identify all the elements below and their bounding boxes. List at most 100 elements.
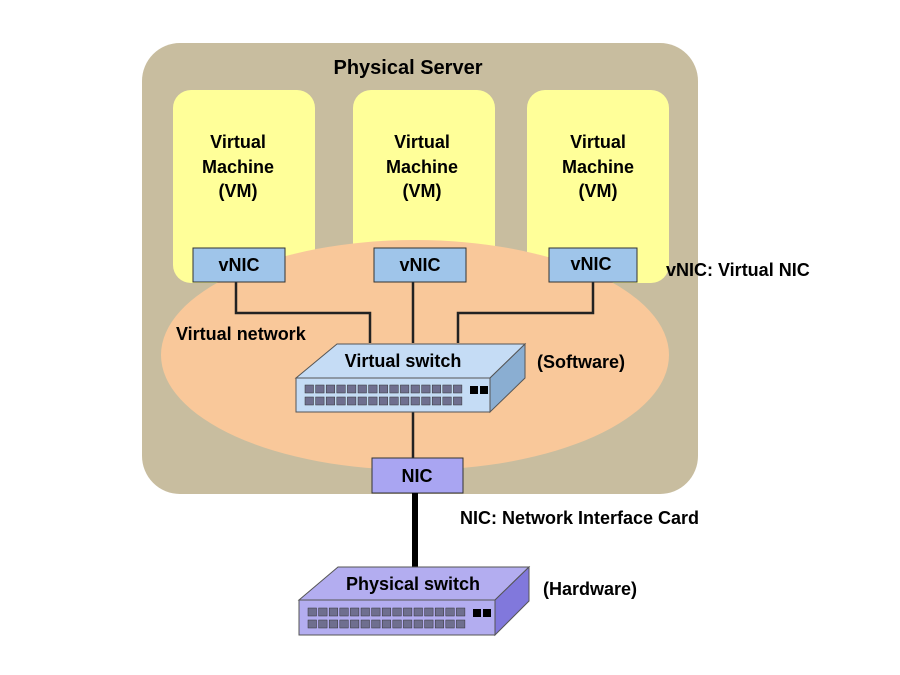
physical-switch-port [403, 607, 413, 617]
vm-label-3: Virtual Machine (VM) [562, 132, 634, 201]
virtual-switch-port [442, 396, 452, 406]
physical-switch-port [328, 607, 338, 617]
virtual-switch-port [389, 396, 399, 406]
virtual-switch-port [347, 396, 357, 406]
physical-switch-port [424, 619, 434, 629]
vnic-links [234, 282, 595, 458]
physical-switch-port [434, 607, 444, 617]
vm-box-1 [173, 90, 315, 283]
physical-switch-port [403, 619, 413, 629]
virtual-switch-port [315, 384, 325, 394]
physical-switch-port [360, 607, 370, 617]
virtual-switch-port [368, 384, 378, 394]
physical-switch-port [371, 607, 381, 617]
physical-switch: Physical switch [297, 565, 531, 637]
physical-switch-port [445, 607, 455, 617]
legend-vnic: vNIC: Virtual NIC [666, 260, 810, 280]
virtual-switch-indicator [470, 386, 478, 394]
physical-switch-port [424, 607, 434, 617]
virtual-switch-port [410, 384, 420, 394]
virtual-switch-port [347, 384, 357, 394]
physical-switch-port [339, 619, 349, 629]
physical-switch-port [307, 619, 317, 629]
vnic-1: vNIC [192, 247, 286, 283]
virtual-switch-port [368, 396, 378, 406]
svg-text:Machine: Machine [386, 157, 458, 177]
virtual-switch-port [410, 396, 420, 406]
vnic-link-1 [234, 282, 372, 343]
vnic-2: vNIC [373, 247, 467, 283]
physical-switch-note: (Hardware) [543, 579, 637, 599]
virtual-switch-port [304, 396, 314, 406]
physical-switch-port [350, 607, 360, 617]
physical-switch-port [381, 607, 391, 617]
virtual-switch-port [389, 384, 399, 394]
svg-text:Virtual: Virtual [210, 132, 266, 152]
physical-switch-port [456, 607, 466, 617]
virtual-switch-port [421, 384, 431, 394]
svg-text:Machine: Machine [562, 157, 634, 177]
svg-text:(VM): (VM) [579, 181, 618, 201]
virtual-switch-port [357, 384, 367, 394]
physical-switch-port [360, 619, 370, 629]
physical-switch-ports [307, 607, 491, 629]
physical-switch-indicator [483, 609, 491, 617]
vnic-label-1: vNIC [218, 255, 259, 275]
physical-switch-port [350, 619, 360, 629]
physical-switch-port [328, 619, 338, 629]
virtual-switch-port [421, 396, 431, 406]
physical-switch-indicator [473, 609, 481, 617]
physical-switch-port [445, 619, 455, 629]
nic-label: NIC [402, 466, 433, 486]
physical-server-title: Physical Server [334, 57, 483, 79]
physical-switch-port [392, 607, 402, 617]
physical-switch-port [318, 619, 328, 629]
vnic-3: vNIC [548, 247, 638, 283]
virtual-switch-front [295, 377, 491, 413]
physical-switch-port [381, 619, 391, 629]
legend-nic: NIC: Network Interface Card [460, 508, 699, 528]
physical-switch-front [298, 599, 496, 636]
physical-switch-label: Physical switch [346, 574, 480, 594]
virtual-switch-indicator [480, 386, 488, 394]
physical-switch-port [413, 607, 423, 617]
vnic-label-3: vNIC [570, 254, 611, 274]
virtual-switch-port [378, 384, 388, 394]
vnic-label-2: vNIC [399, 255, 440, 275]
vm-label-1: Virtual Machine (VM) [202, 132, 274, 201]
vm-box-2 [353, 90, 495, 283]
nic: NIC [371, 457, 464, 494]
virtual-switch-port [304, 384, 314, 394]
svg-text:Virtual: Virtual [394, 132, 450, 152]
physical-switch-port [413, 619, 423, 629]
virtual-network-label: Virtual network [176, 324, 307, 344]
virtual-switch-port [325, 384, 335, 394]
physical-switch-port [392, 619, 402, 629]
physical-switch-port [434, 619, 444, 629]
virtual-switch-port [357, 396, 367, 406]
virtual-switch-label: Virtual switch [345, 351, 462, 371]
physical-switch-port [371, 619, 381, 629]
virtual-switch-port [336, 396, 346, 406]
virtual-switch-port [325, 396, 335, 406]
virtual-switch-port [378, 396, 388, 406]
virtual-switch-ports [304, 384, 488, 406]
vm-box-3 [527, 90, 669, 283]
physical-switch-port [456, 619, 466, 629]
virtual-switch-port [315, 396, 325, 406]
svg-text:Machine: Machine [202, 157, 274, 177]
svg-text:(VM): (VM) [219, 181, 258, 201]
virtual-switch-port [400, 396, 410, 406]
virtual-switch-port [336, 384, 346, 394]
physical-switch-port [307, 607, 317, 617]
virtual-switch-note: (Software) [537, 352, 625, 372]
physical-switch-port [339, 607, 349, 617]
virtual-switch-port [442, 384, 452, 394]
virtual-switch-port [431, 384, 441, 394]
vm-label-2: Virtual Machine (VM) [386, 132, 458, 201]
vnic-link-3 [456, 282, 595, 343]
virtual-switch-port [400, 384, 410, 394]
virtual-switch-port [431, 396, 441, 406]
physical-switch-port [318, 607, 328, 617]
